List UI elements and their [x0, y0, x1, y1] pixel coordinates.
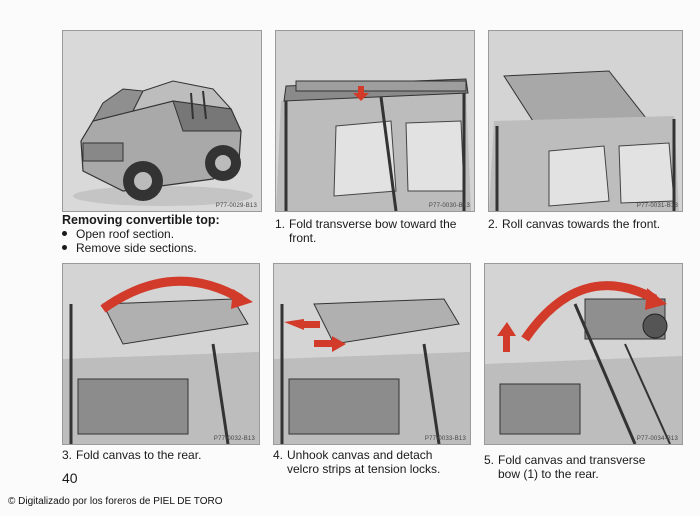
figure-code: P77-0031-B13: [636, 203, 678, 209]
figure-code: P77-0030-B13: [428, 203, 470, 209]
copyright-notice: © Digitalizado por los foreros de PIEL D…: [8, 496, 223, 507]
step-caption-3: 3.Fold canvas to the rear.: [62, 448, 202, 462]
step-caption-5: 5.Fold canvas and transverse bow (1) to …: [484, 453, 646, 481]
step-caption-1: 1.Fold transverse bow toward the front.: [275, 217, 457, 245]
figure-code: P77-0033-B13: [424, 436, 466, 442]
rear-illustration: [485, 264, 682, 444]
figure-step-4: P77-0033-B13: [273, 263, 471, 445]
bullet-icon: [62, 244, 67, 250]
bullet-item: Remove side sections.: [62, 241, 197, 256]
vehicle-illustration: [63, 31, 261, 211]
bullet-icon: [62, 231, 67, 237]
page-number: 40: [62, 470, 78, 486]
step-caption-4: 4.Unhook canvas and detach velcro strips…: [273, 448, 441, 476]
rear-illustration: [63, 264, 259, 444]
figure-vehicle: P77-0029-B13: [62, 30, 262, 212]
interior-illustration: [489, 31, 682, 211]
bullet-item: Open roof section.: [62, 227, 197, 242]
figure-step-3: P77-0032-B13: [62, 263, 260, 445]
figure-code: P77-0032-B13: [213, 436, 255, 442]
section-heading: Removing convertible top:: [62, 213, 220, 227]
figure-code: P77-0034-B13: [636, 436, 678, 442]
step-caption-2: 2.Roll canvas towards the front.: [488, 217, 661, 231]
rear-illustration: [274, 264, 470, 444]
bullet-list: Open roof section. Remove side sections.: [62, 227, 197, 256]
figure-step-1: P77-0030-B13: [275, 30, 475, 212]
figure-step-2: P77-0031-B13: [488, 30, 683, 212]
figure-step-5: P77-0034-B13: [484, 263, 683, 445]
interior-illustration: [276, 31, 474, 211]
figure-code: P77-0029-B13: [215, 203, 257, 209]
